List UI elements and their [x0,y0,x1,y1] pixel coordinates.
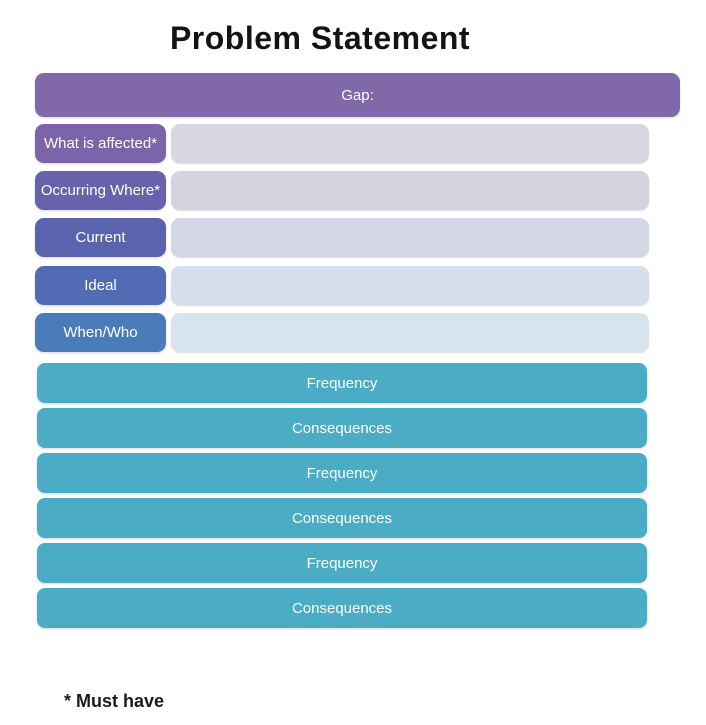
row-label-current: Current [35,218,166,257]
frequency-bar-1[interactable]: Frequency [37,363,647,403]
consequences-bar-2[interactable]: Consequences [37,498,647,538]
row-label-occurring-where: Occurring Where* [35,171,166,210]
row-field-ideal[interactable] [171,266,649,305]
row-label-ideal: Ideal [35,266,166,305]
row-label-when-who: When/Who [35,313,166,352]
row-field-current[interactable] [171,218,649,257]
must-have-footnote: * Must have [64,691,165,711]
page-title: Problem Statement [169,20,471,56]
row-field-when-who[interactable] [171,313,649,352]
row-field-what-is-affected[interactable] [171,124,649,163]
row-field-occurring-where[interactable] [171,171,649,210]
consequences-bar-1[interactable]: Consequences [37,408,647,448]
row-label-what-is-affected: What is affected* [35,124,166,163]
gap-bar[interactable]: Gap: [35,73,680,117]
consequences-bar-3[interactable]: Consequences [37,588,647,628]
frequency-bar-3[interactable]: Frequency [37,543,647,583]
frequency-bar-2[interactable]: Frequency [37,453,647,493]
